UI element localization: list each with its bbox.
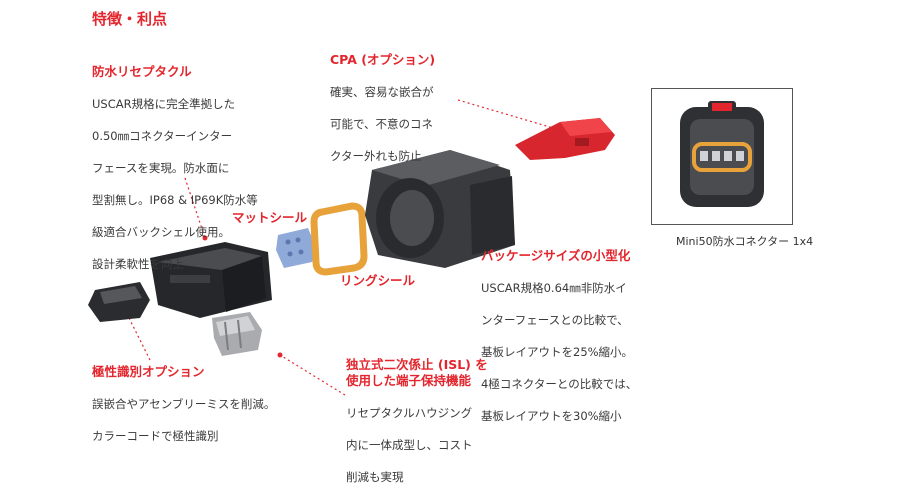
isl-heading-line: 独立式二次係止 (ISL) を bbox=[346, 357, 488, 372]
polarity-description: 誤嵌合やアセンブリーミスを削減。 カラーコードで極性識別 bbox=[92, 380, 275, 460]
package-line: USCAR規格0.64㎜非防水イ bbox=[481, 281, 627, 295]
connector-illustration bbox=[88, 99, 615, 396]
receptacle-line: 級適合バックシェル使用。 bbox=[92, 225, 230, 239]
cpa-line: 可能で、不意のコネ bbox=[330, 117, 434, 131]
cpa-description: 確実、容易な嵌合が 可能で、不意のコネ クター外れも防止 bbox=[330, 68, 434, 180]
package-description: USCAR規格0.64㎜非防水イ ンターフェースとの比較で、 基板レイアウトを2… bbox=[481, 264, 637, 440]
receptacle-housing-part bbox=[150, 242, 272, 318]
receptacle-heading: 防水リセプタクル bbox=[92, 64, 192, 79]
isl-description: リセプタクルハウジング 内に一体成型し、コスト 削減も実現 bbox=[346, 389, 473, 501]
cpa-heading: CPA (オプション) bbox=[330, 52, 436, 67]
cpa-leader-line bbox=[457, 99, 561, 131]
receptacle-leader-line bbox=[184, 177, 206, 239]
mat-seal-label: マットシール bbox=[232, 210, 308, 225]
isl-line: 削減も実現 bbox=[346, 470, 404, 484]
isl-leader-line bbox=[279, 354, 346, 396]
ring-seal-part bbox=[310, 202, 368, 276]
package-line: ンターフェースとの比較で、 bbox=[481, 313, 629, 327]
isl-line: リセプタクルハウジング bbox=[346, 406, 473, 420]
receptacle-line: フェースを実現。防水面に bbox=[92, 161, 230, 175]
package-line: 基板レイアウトを30%縮小 bbox=[481, 409, 622, 423]
plug-housing-part bbox=[365, 150, 515, 268]
mat-seal-part bbox=[276, 228, 318, 268]
polarity-line: 誤嵌合やアセンブリーミスを削減。 bbox=[92, 397, 276, 411]
cpa-part bbox=[515, 118, 615, 160]
receptacle-leader-dot bbox=[202, 235, 208, 241]
connector-front-view-image bbox=[651, 88, 793, 225]
isl-leader-dot bbox=[277, 352, 283, 358]
package-heading: パッケージサイズの小型化 bbox=[481, 248, 631, 263]
inset-caption: Mini50防水コネクター 1x4 bbox=[676, 235, 814, 248]
polarity-line: カラーコードで極性識別 bbox=[92, 429, 219, 443]
isl-heading: 独立式二次係止 (ISL) を 使用した端子保持機能 bbox=[346, 357, 488, 389]
package-line: 基板レイアウトを25%縮小。 bbox=[481, 345, 634, 359]
page-title: 特徴・利点 bbox=[92, 10, 168, 28]
receptacle-line: USCAR規格に完全準拠した bbox=[92, 97, 236, 111]
isl-heading-line: 使用した端子保持機能 bbox=[346, 373, 472, 388]
isl-line: 内に一体成型し、コスト bbox=[346, 438, 473, 452]
cpa-line: 確実、容易な嵌合が bbox=[330, 85, 434, 99]
polarity-key-part bbox=[88, 282, 150, 322]
receptacle-line: 0.50㎜コネクターインター bbox=[92, 129, 233, 143]
package-line: 4極コネクターとの比較では、 bbox=[481, 377, 638, 391]
receptacle-line: 設計柔軟性を向上 bbox=[92, 257, 184, 271]
receptacle-description: USCAR規格に完全準拠した 0.50㎜コネクターインター フェースを実現。防水… bbox=[92, 80, 258, 288]
isl-terminal-part bbox=[212, 312, 262, 356]
receptacle-line: 型割無し。IP68 & IP69K防水等 bbox=[92, 193, 258, 207]
connector-front-view-drawing bbox=[680, 101, 764, 207]
cpa-line: クター外れも防止 bbox=[330, 149, 422, 163]
polarity-heading: 極性識別オプション bbox=[92, 364, 205, 379]
ring-seal-label: リングシール bbox=[340, 273, 416, 288]
